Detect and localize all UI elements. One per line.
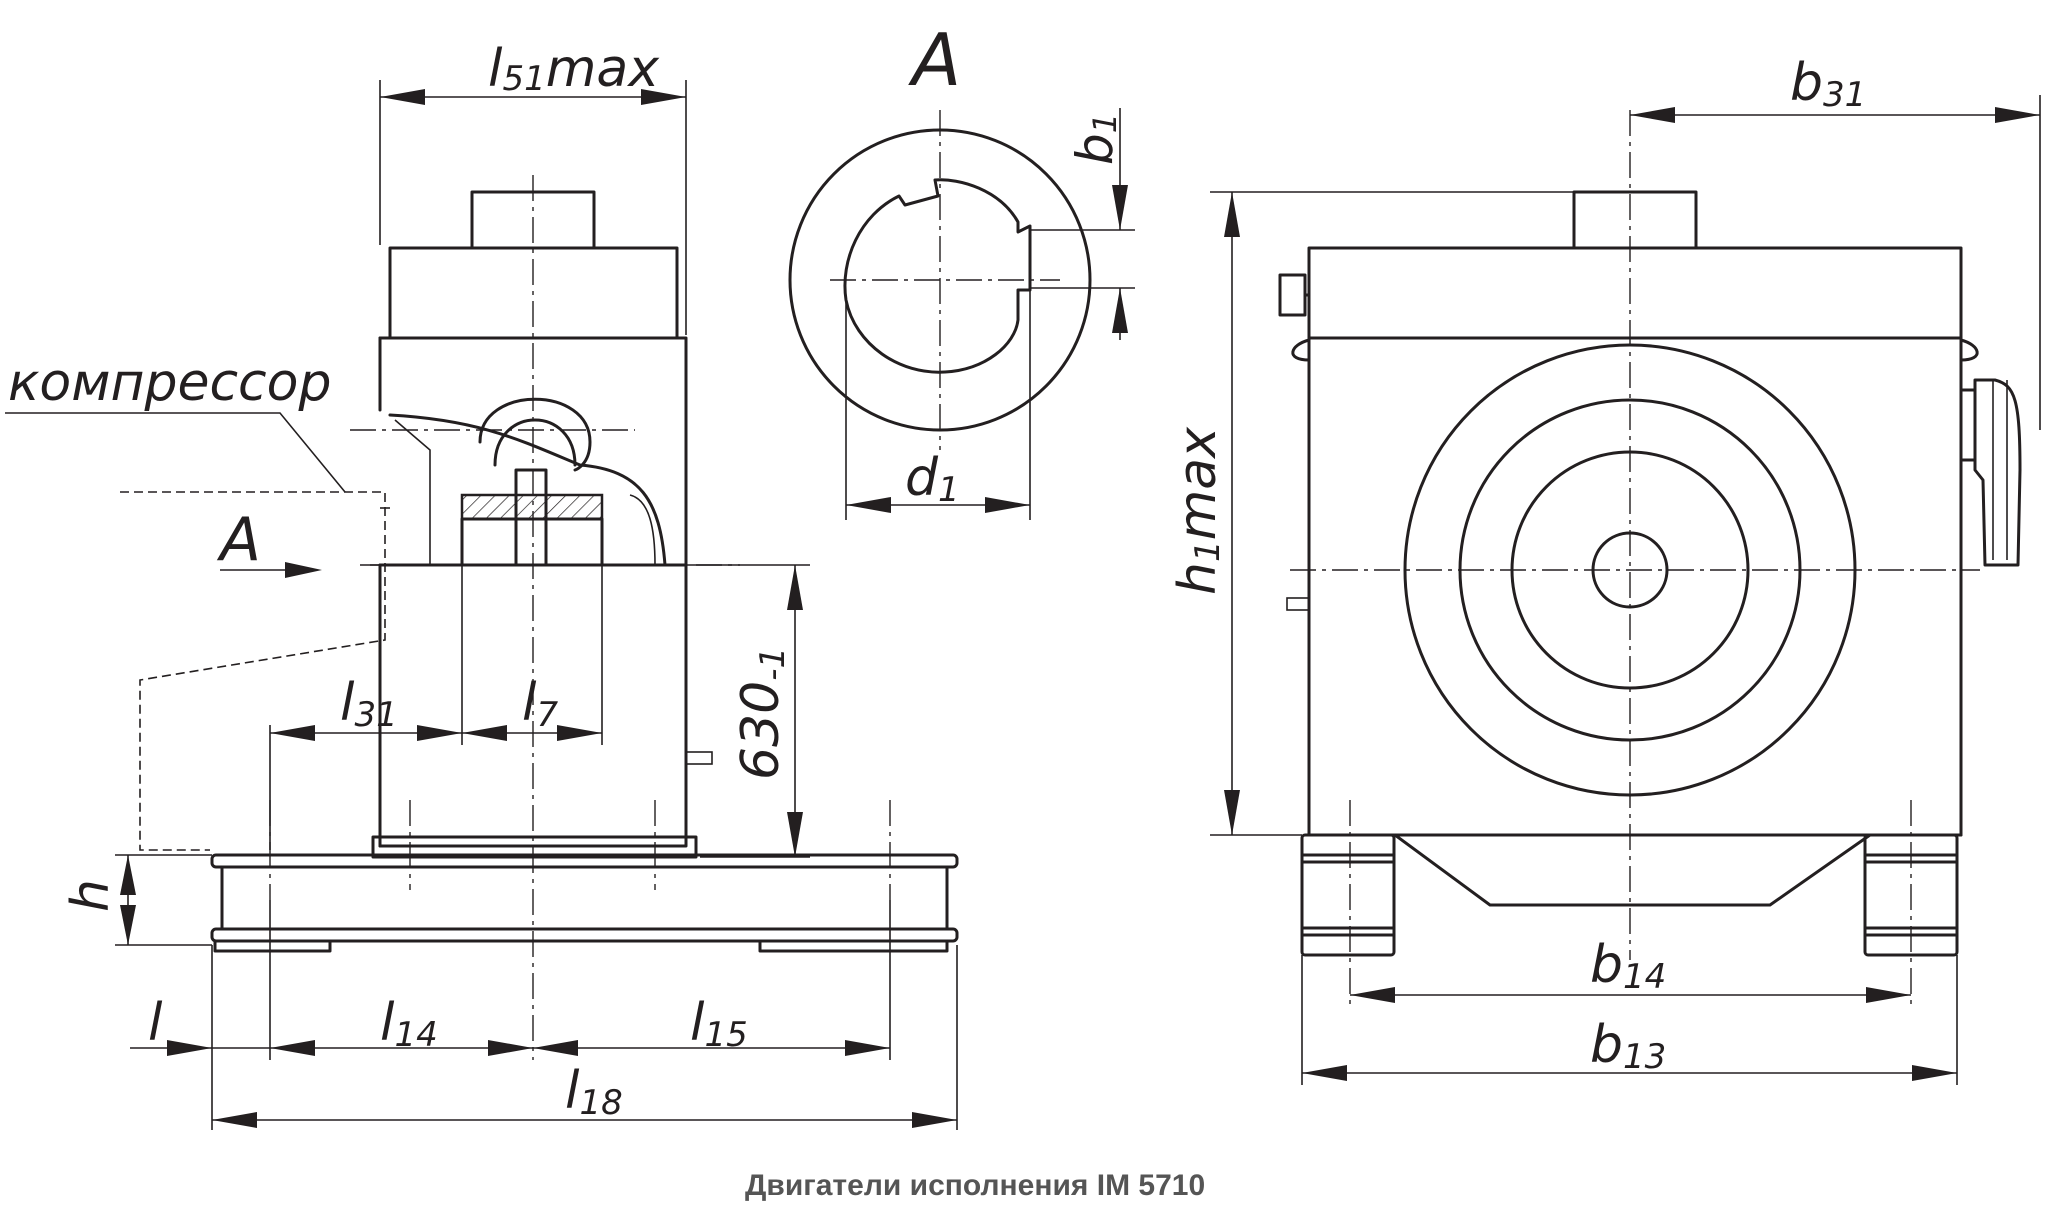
shaft-section xyxy=(460,493,604,521)
label-l7: l7 xyxy=(522,673,558,735)
label-d1: d1 xyxy=(905,448,960,510)
label-l14: l14 xyxy=(380,993,438,1055)
label-l: l xyxy=(148,993,163,1053)
figure-caption: Двигатели исполнения IM 5710 xyxy=(745,1169,1205,1202)
label-view-letter: A xyxy=(908,18,961,102)
label-l31: l31 xyxy=(340,673,398,735)
label-section-letter: A xyxy=(216,505,261,575)
front-main-housing xyxy=(1307,336,1963,837)
label-compressor: компрессор xyxy=(8,353,331,413)
front-view xyxy=(1210,95,2041,1085)
label-l18: l18 xyxy=(565,1061,623,1123)
front-base-contour xyxy=(1307,833,1963,907)
front-terminal-box xyxy=(1572,190,1698,250)
label-b13: b13 xyxy=(1590,1015,1666,1077)
lifting-eye xyxy=(478,397,592,472)
label-h1: h1max xyxy=(1168,426,1228,595)
main-housing xyxy=(378,336,688,848)
compressor-outline xyxy=(120,491,386,851)
front-peg-left xyxy=(1278,273,1307,317)
label-b1: b1 xyxy=(1066,113,1124,165)
label-l51: l51max xyxy=(488,39,660,99)
label-b31: b31 xyxy=(1790,53,1866,115)
side-view xyxy=(5,80,959,1130)
label-630: 630-1 xyxy=(731,647,793,780)
front-foot-left xyxy=(1300,833,1396,957)
label-b14: b14 xyxy=(1590,935,1666,997)
front-side-fitting xyxy=(1973,378,2022,567)
shaft-keyway-profile xyxy=(843,178,1032,374)
base-plinth xyxy=(371,835,698,859)
label-h: h xyxy=(61,879,121,912)
shaft-end-view xyxy=(788,108,1135,520)
front-upper-housing xyxy=(1307,246,1963,340)
label-l15: l15 xyxy=(690,993,748,1055)
